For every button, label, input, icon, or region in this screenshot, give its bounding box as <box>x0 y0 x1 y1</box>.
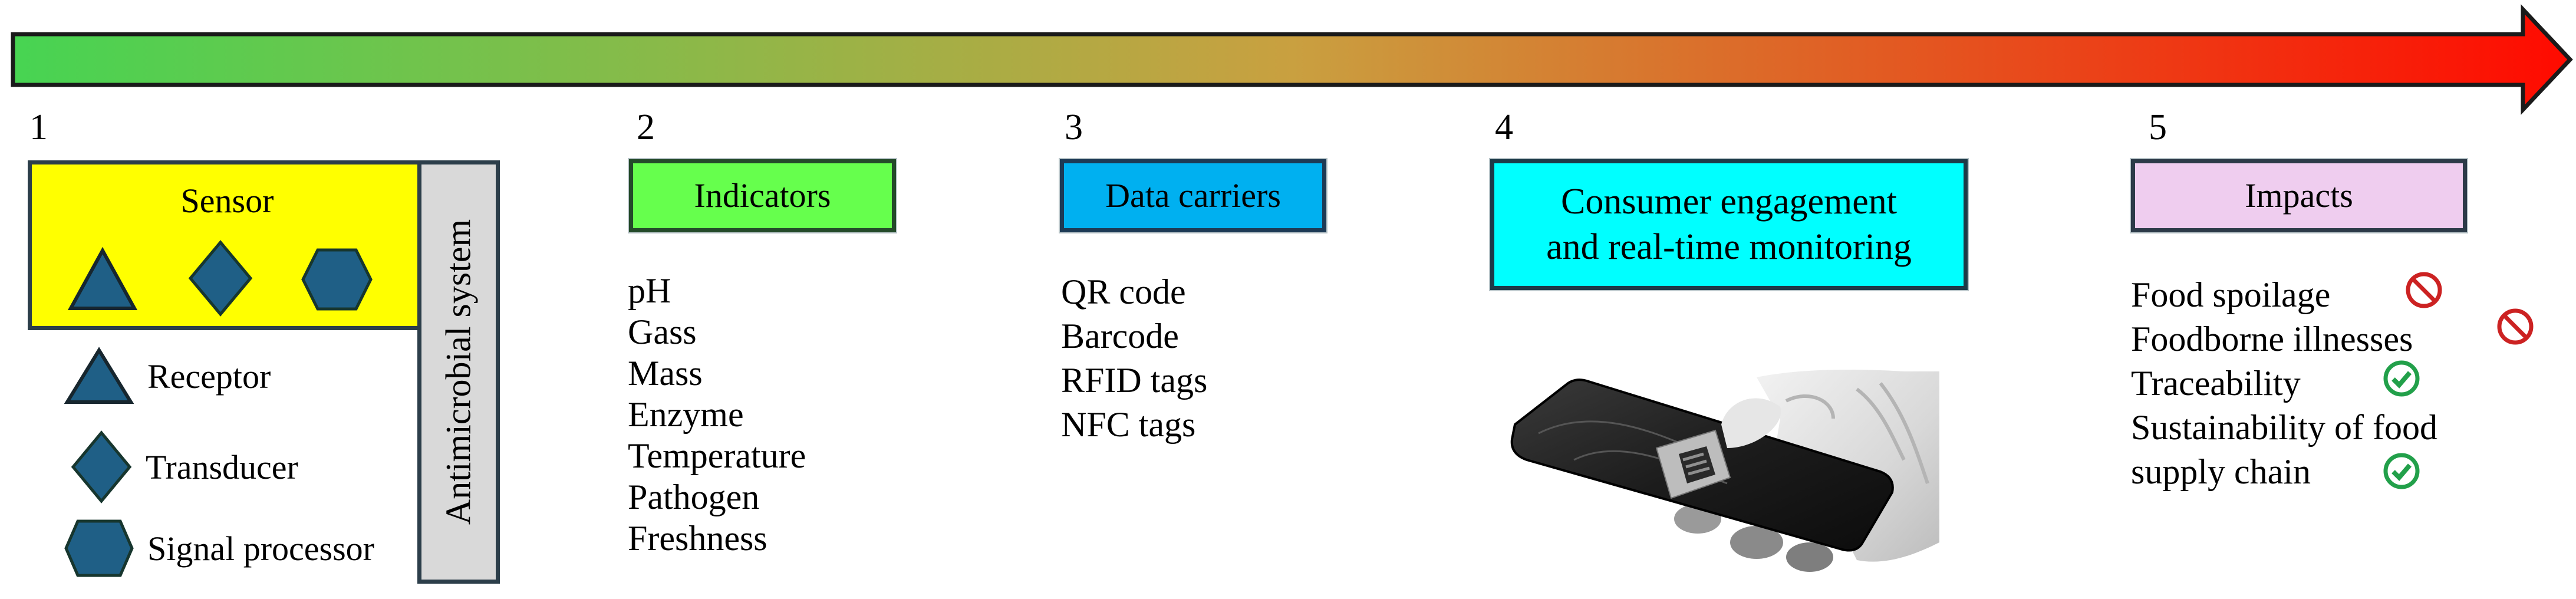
impact-item-traceability: Traceability <box>2131 364 2301 403</box>
impacts-box: Impacts <box>2131 159 2467 232</box>
stage-3-number: 3 <box>1065 107 1083 147</box>
list-item: Enzyme <box>628 395 744 434</box>
receptor-triangle-icon <box>67 247 138 310</box>
stage-1-number: 1 <box>29 107 48 147</box>
stage-4-number: 4 <box>1495 107 1513 147</box>
antimicrobial-system-bar: Antimicrobial system <box>417 160 500 584</box>
impact-item-sustainability: Sustainability of food <box>2131 408 2437 447</box>
sensor-title: Sensor <box>180 182 274 220</box>
indicators-title: Indicators <box>694 176 831 215</box>
stage-2-number: 2 <box>637 107 655 147</box>
check-circle-icon <box>2383 360 2420 397</box>
legend-label: Receptor <box>147 357 271 396</box>
prohibited-icon <box>2406 272 2442 308</box>
list-item: NFC tags <box>1061 405 1196 444</box>
list-item: Freshness <box>628 519 767 558</box>
legend-transducer: Transducer <box>71 430 298 504</box>
impact-item-supply-chain: supply chain <box>2131 452 2311 491</box>
indicators-list: pH Gass Mass Enzyme Temperature Pathogen… <box>628 270 806 559</box>
impacts-title: Impacts <box>2245 176 2353 215</box>
phone-scanning-image <box>1510 370 1939 572</box>
diamond-icon <box>71 430 132 503</box>
check-circle-icon <box>2383 453 2420 489</box>
list-item: Temperature <box>628 436 806 475</box>
timeline-arrow <box>11 4 2573 115</box>
impact-item-food-spoilage: Food spoilage <box>2131 275 2331 314</box>
legend-label: Signal processor <box>147 529 374 568</box>
consumer-engagement-box: Consumer engagement and real-time monito… <box>1490 159 1968 290</box>
list-item: Mass <box>628 354 703 393</box>
antimicrobial-system-label: Antimicrobial system <box>439 219 478 525</box>
triangle-icon <box>64 347 134 404</box>
gradient-arrow-right-icon <box>11 4 2573 115</box>
sensor-box: Sensor <box>28 160 423 330</box>
thumb-shape <box>1721 398 1781 448</box>
data-carriers-list: QR code Barcode RFID tags NFC tags <box>1061 270 1207 447</box>
legend-receptor: Receptor <box>64 347 271 406</box>
list-item: pH <box>628 271 671 310</box>
hexagon-icon <box>64 519 134 577</box>
data-carriers-title: Data carriers <box>1105 176 1281 215</box>
signal-processor-hexagon-icon <box>301 248 373 311</box>
stage-5-number: 5 <box>2149 107 2167 147</box>
impact-item-foodborne-illnesses: Foodborne illnesses <box>2131 320 2413 358</box>
data-carriers-box: Data carriers <box>1060 159 1326 232</box>
transducer-diamond-icon <box>188 240 253 317</box>
list-item: Pathogen <box>628 478 760 516</box>
consumer-title-line1: Consumer engagement <box>1561 181 1897 222</box>
consumer-title-line2: and real-time monitoring <box>1546 227 1912 267</box>
list-item: RFID tags <box>1061 361 1208 400</box>
prohibited-icon <box>2497 308 2534 345</box>
legend-label: Transducer <box>146 448 298 486</box>
list-item: QR code <box>1061 272 1186 311</box>
list-item: Gass <box>628 312 697 351</box>
list-item: Barcode <box>1061 317 1179 356</box>
indicators-box: Indicators <box>629 159 896 232</box>
legend-signal-processor: Signal processor <box>64 519 374 578</box>
